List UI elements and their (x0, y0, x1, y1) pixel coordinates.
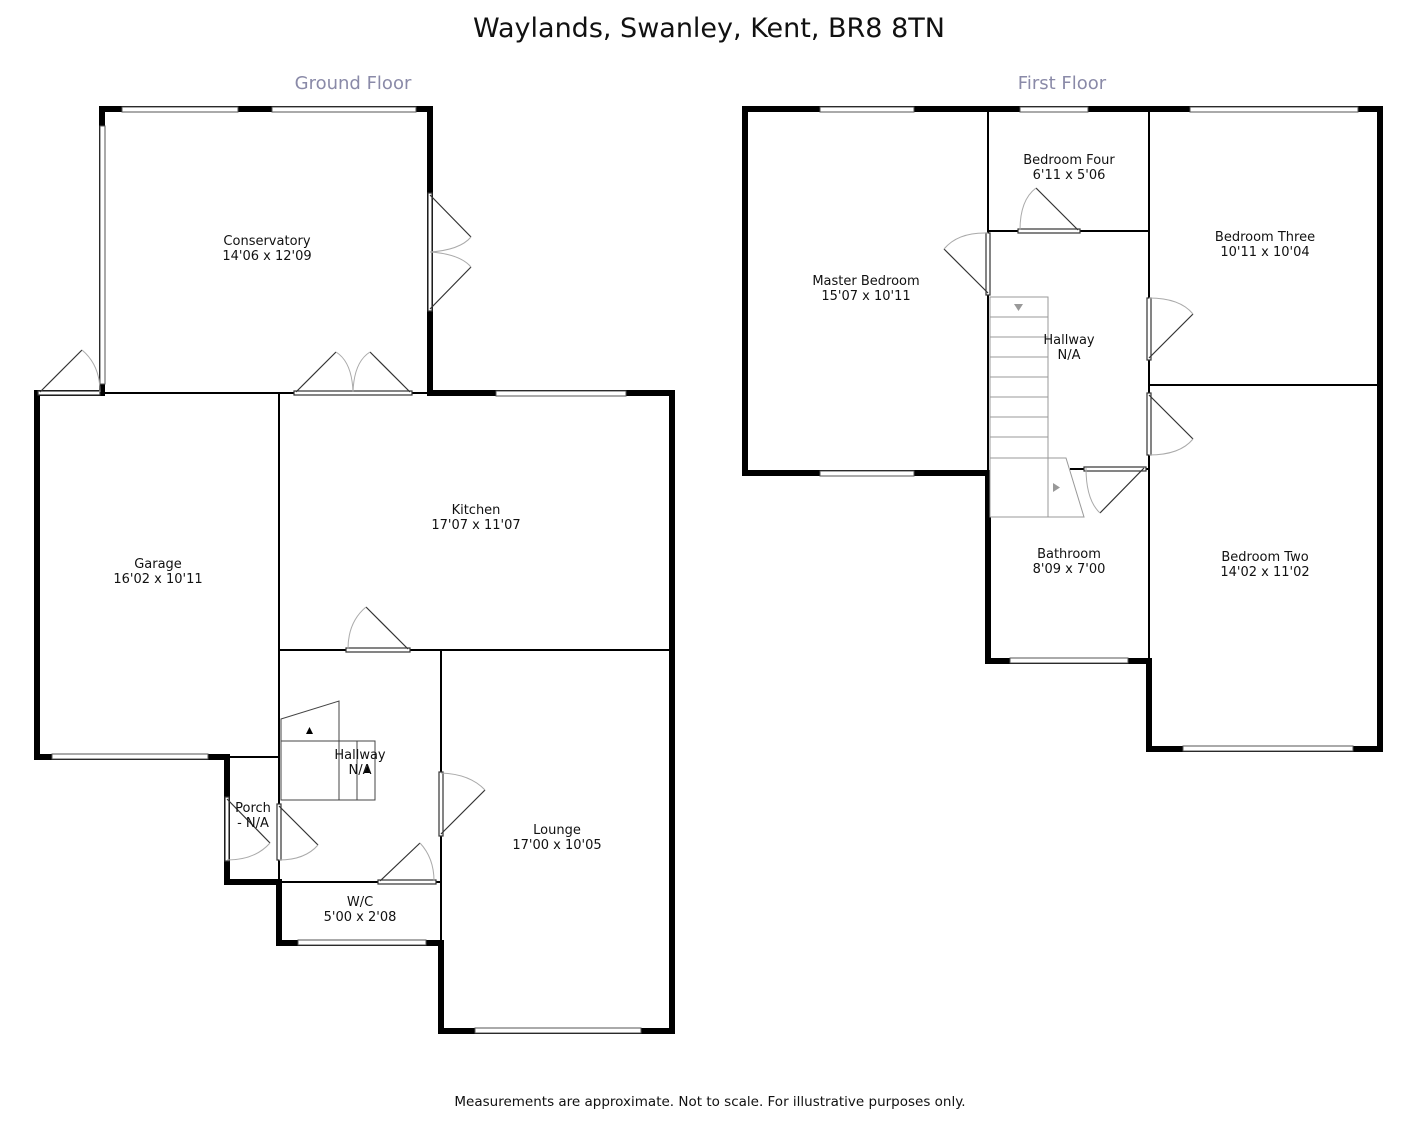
first-outer-wall (742, 106, 1383, 752)
stairs-up-arrow-icon (364, 765, 371, 773)
stairs-up-arrow-icon (306, 727, 313, 734)
room-size-bathroom: 8'09 x 7'00 (1033, 562, 1106, 577)
first-windows (819, 106, 1359, 752)
ground-doors (37, 192, 486, 885)
stairs-right-arrow-icon (1053, 483, 1060, 492)
room-name-bathroom: Bathroom (1037, 547, 1101, 562)
room-size-porch: - N/A (237, 816, 269, 831)
room-size-garage: 16'02 x 10'11 (113, 572, 202, 587)
room-name-kitchen: Kitchen (452, 503, 501, 518)
room-name-porch: Porch (235, 801, 271, 816)
room-size-ground-hallway: N/A (349, 763, 372, 778)
room-name-bedroom-three: Bedroom Three (1215, 230, 1315, 245)
first-floor-label: First Floor (1018, 73, 1107, 94)
room-name-wc: W/C (347, 895, 373, 910)
ground-floor-label: Ground Floor (295, 73, 412, 94)
room-name-bedroom-two: Bedroom Two (1221, 550, 1308, 565)
disclaimer-footer: Measurements are approximate. Not to sca… (454, 1094, 965, 1110)
stairs-down-arrow-icon (1014, 304, 1023, 311)
room-name-garage: Garage (134, 557, 182, 572)
room-size-kitchen: 17'07 x 11'07 (431, 518, 520, 533)
first-floor-plan: Master Bedroom 15'07 x 10'11 Bedroom Fou… (742, 106, 1383, 752)
room-size-wc: 5'00 x 2'08 (324, 910, 397, 925)
room-size-bedroom-three: 10'11 x 10'04 (1220, 245, 1309, 260)
room-name-master-bedroom: Master Bedroom (812, 274, 919, 289)
room-size-conservatory: 14'06 x 12'09 (222, 249, 311, 264)
ground-interior-walls (102, 392, 672, 1031)
property-title: Waylands, Swanley, Kent, BR8 8TN (473, 13, 945, 44)
room-name-lounge: Lounge (533, 823, 581, 838)
first-doors (943, 187, 1194, 514)
room-name-conservatory: Conservatory (223, 234, 310, 249)
ground-floor-plan: Conservatory 14'06 x 12'09 Garage 16'02 … (34, 106, 675, 1034)
first-stairs (989, 296, 1085, 518)
room-name-first-hallway: Hallway (1043, 333, 1095, 348)
ground-stairs (280, 700, 376, 801)
room-name-bedroom-four: Bedroom Four (1023, 153, 1115, 168)
ground-outer-wall (34, 106, 675, 1034)
ground-windows (51, 106, 642, 1034)
room-name-ground-hallway: Hallway (334, 748, 386, 763)
room-size-bedroom-four: 6'11 x 5'06 (1033, 168, 1106, 183)
room-size-bedroom-two: 14'02 x 11'02 (1220, 565, 1309, 580)
room-size-first-hallway: N/A (1058, 348, 1081, 363)
room-size-lounge: 17'00 x 10'05 (512, 838, 601, 853)
room-size-master-bedroom: 15'07 x 10'11 (821, 289, 910, 304)
